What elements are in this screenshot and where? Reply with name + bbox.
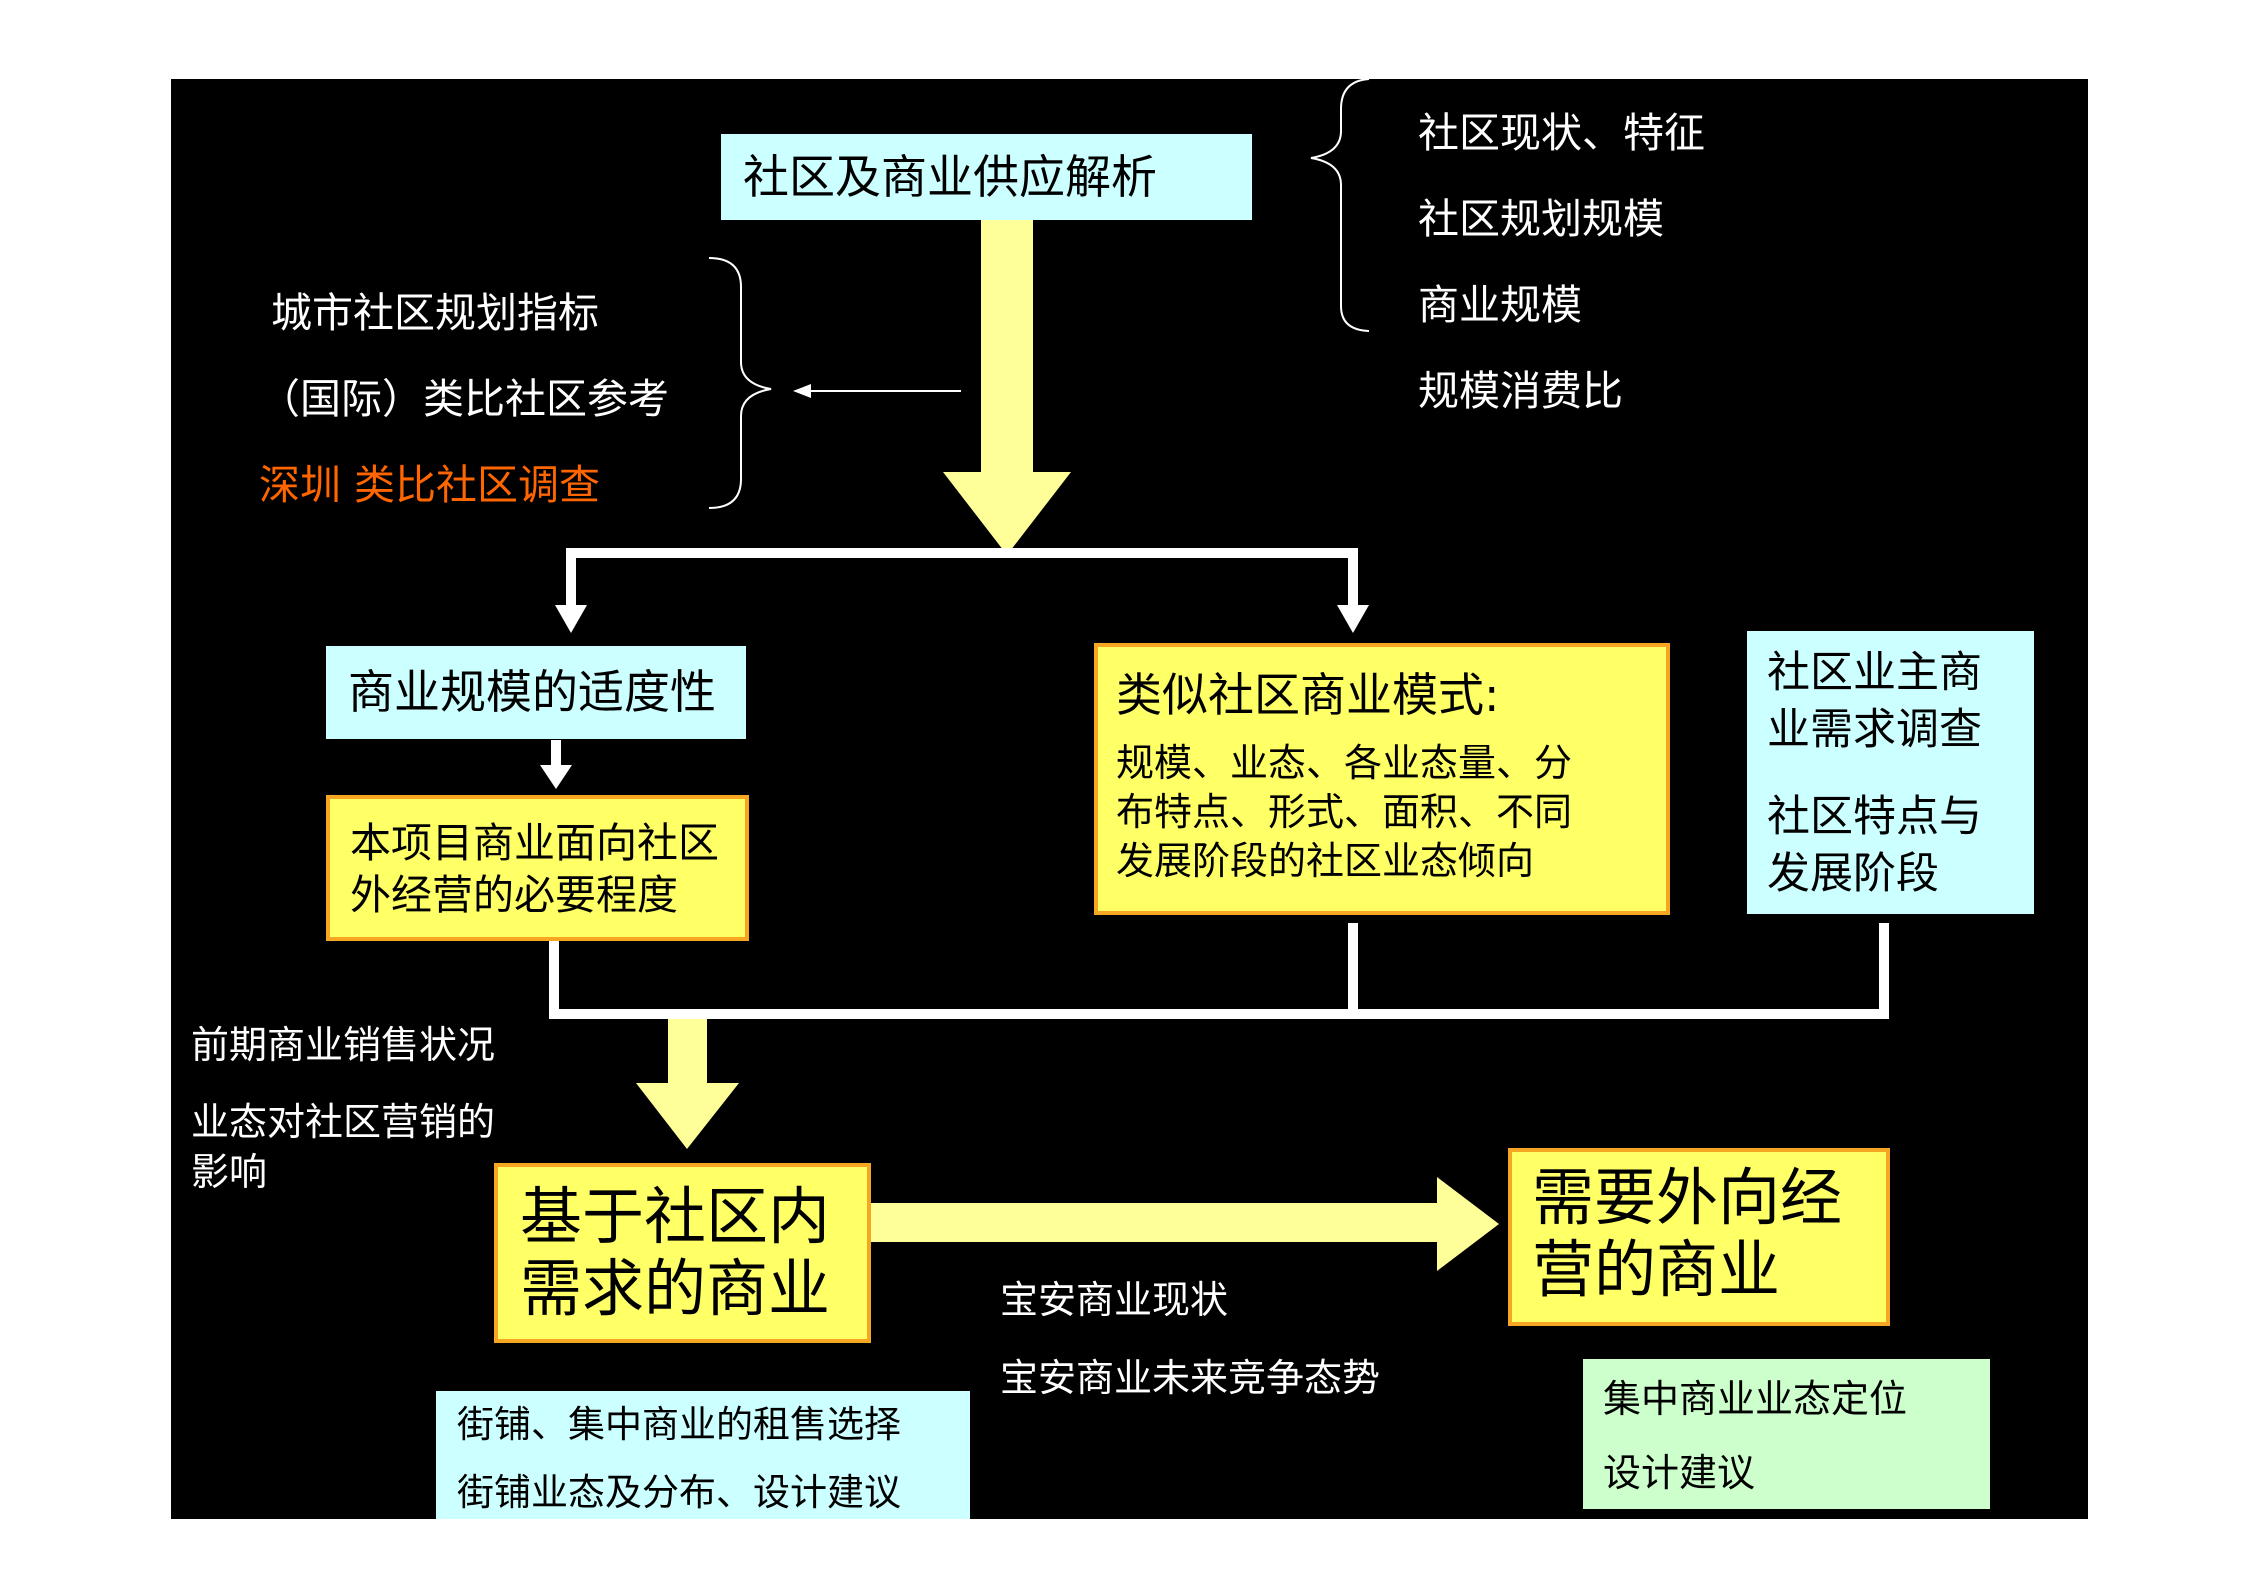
supply-analysis-label: 社区及商业供应解析 xyxy=(743,150,1157,204)
thin-left-arrowhead xyxy=(793,384,811,398)
right-list-item: 商业规模 xyxy=(1418,281,1582,329)
sales-note-line: 业态对社区营销的 xyxy=(191,1100,496,1144)
split-left-arrowhead xyxy=(555,605,587,633)
sales-notes: 前期商业销售状况 业态对社区营销的 影响 xyxy=(191,1020,495,1197)
main-down-arrow xyxy=(943,195,1071,555)
owner-survey-line: 发展阶段 xyxy=(1767,849,1939,899)
scale-suitability-label: 商业规模的适度性 xyxy=(348,665,716,719)
external-necessity-line: 外经营的必要程度 xyxy=(350,871,678,919)
left-brace xyxy=(708,257,772,509)
right-list-item: 社区现状、特征 xyxy=(1418,109,1705,157)
left-list-item: （国际）类比社区参考 xyxy=(259,375,669,423)
similar-mode-line: 规模、业态、各业态量、分 xyxy=(1116,741,1573,785)
merge-connector-left xyxy=(549,923,1889,1019)
split-connector xyxy=(566,548,1358,615)
right-list: 社区现状、特征 社区规划规模 商业规模 规模消费比 xyxy=(1418,90,1705,434)
merge-down-arrow xyxy=(636,1019,739,1149)
right-list-item: 规模消费比 xyxy=(1418,367,1623,415)
external-necessity-box: 本项目商业面向社区 外经营的必要程度 xyxy=(326,795,749,941)
supply-analysis-box: 社区及商业供应解析 xyxy=(721,134,1252,220)
internal-demand-line: 需求的商业 xyxy=(520,1252,831,1325)
leasing-box: 街铺、集中商业的租售选择 街铺业态及分布、设计建议 xyxy=(436,1391,970,1519)
baoan-note-line: 宝安商业未来竞争态势 xyxy=(1000,1356,1381,1400)
connectors xyxy=(540,79,1889,1271)
scale-to-external-arrowhead xyxy=(540,765,572,789)
similar-mode-box: 类似社区商业模式: 规模、业态、各业态量、分 布特点、形式、面积、不同 发展阶段… xyxy=(1094,643,1670,915)
right-brace xyxy=(1310,79,1370,332)
similar-mode-line: 发展阶段的社区业态倾向 xyxy=(1116,839,1535,883)
split-right-arrowhead xyxy=(1337,605,1369,633)
positioning-line: 设计建议 xyxy=(1603,1451,1756,1495)
sales-note-line: 影响 xyxy=(191,1150,268,1194)
owner-survey-line: 社区特点与 xyxy=(1767,792,1982,842)
leasing-line: 街铺业态及分布、设计建议 xyxy=(457,1471,901,1514)
external-necessity-line: 本项目商业面向社区 xyxy=(350,819,719,867)
baoan-note-line: 宝安商业现状 xyxy=(1000,1278,1229,1322)
positioning-box: 集中商业业态定位 设计建议 xyxy=(1583,1359,1990,1509)
scale-suitability-box: 商业规模的适度性 xyxy=(326,646,746,739)
owner-survey-line: 业需求调查 xyxy=(1767,705,1982,755)
outward-business-box: 需要外向经 营的商业 xyxy=(1508,1148,1890,1326)
owner-survey-line: 社区业主商 xyxy=(1767,648,1982,698)
left-list: 城市社区规划指标 （国际）类比社区参考 深圳 类比社区调查 xyxy=(259,270,669,528)
left-list-item: 城市社区规划指标 xyxy=(271,289,599,337)
diagram-canvas: 社区及商业供应解析 社区现状、特征 社区规划规模 商业规模 规模消费比 城市社区… xyxy=(171,79,2088,1519)
sales-note-line: 前期商业销售状况 xyxy=(191,1023,496,1067)
outward-business-line: 需要外向经 xyxy=(1532,1161,1843,1234)
baoan-notes: 宝安商业现状 宝安商业未来竞争态势 xyxy=(1000,1261,1380,1417)
left-list-item-highlight: 深圳 类比社区调查 xyxy=(259,461,601,509)
internal-demand-line: 基于社区内 xyxy=(520,1180,831,1253)
internal-demand-box: 基于社区内 需求的商业 xyxy=(494,1163,871,1343)
positioning-line: 集中商业业态定位 xyxy=(1603,1377,1908,1421)
similar-mode-line: 布特点、形式、面积、不同 xyxy=(1116,790,1573,834)
right-arrow xyxy=(868,1177,1499,1271)
right-list-item: 社区规划规模 xyxy=(1418,195,1664,243)
outward-business-line: 营的商业 xyxy=(1532,1233,1781,1306)
leasing-line: 街铺、集中商业的租售选择 xyxy=(457,1403,901,1446)
owner-survey-box: 社区业主商 业需求调查 社区特点与 发展阶段 xyxy=(1747,631,2034,914)
similar-mode-title: 类似社区商业模式: xyxy=(1116,668,1500,722)
